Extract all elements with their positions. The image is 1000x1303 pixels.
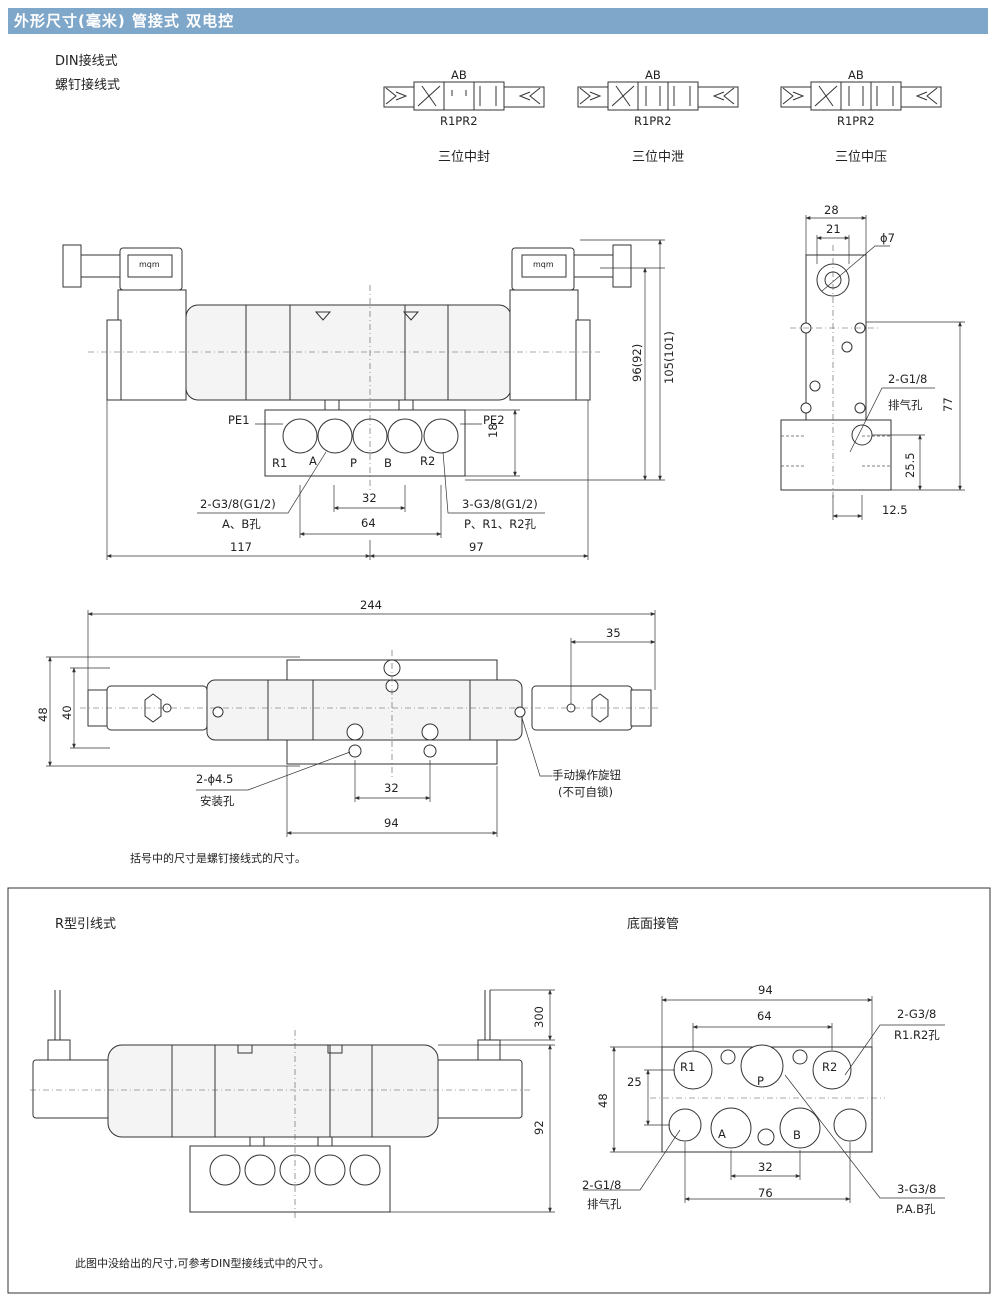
coil-brand-left: mqm (139, 260, 160, 269)
port-p-label: P (350, 456, 357, 470)
note-bracket-dims: 括号中的尺寸是螺钉接线式的尺寸。 (130, 852, 306, 865)
symbol-2-top: AB (645, 68, 661, 82)
symbol-3-top: AB (848, 68, 864, 82)
dim-21: 21 (826, 222, 841, 236)
bottom-piping-view (650, 1044, 885, 1153)
dim-105: 105(101) (662, 331, 676, 384)
r-type-dimensions (390, 989, 555, 1213)
dim-300: 300 (532, 1006, 546, 1028)
symbol-3-bottom: R1PR2 (837, 114, 875, 128)
dim-35: 35 (606, 626, 621, 640)
bottom-port-r1: R1 (680, 1060, 696, 1074)
lower-panel-frame (7, 887, 991, 1294)
symbol-exhaust-center (577, 81, 739, 111)
din-wiring-label: DIN接线式 (55, 54, 118, 69)
callout-ab-spec: 2-G3/8(G1/2) (200, 497, 276, 511)
dim-48-top: 48 (36, 707, 50, 722)
side-dimensions (805, 215, 965, 520)
bottom-port-p: P (757, 1074, 764, 1088)
top-dimensions (46, 610, 656, 837)
dim-77: 77 (941, 397, 955, 412)
callout-r-spec: 2-G3/8 (897, 1007, 937, 1021)
note-reference: 此图中没给出的尺寸,可参考DIN型接线式中的尺寸。 (75, 1257, 330, 1270)
dim-64-front: 64 (361, 516, 376, 530)
symbol-closed-center (383, 81, 545, 111)
dim-32-front: 32 (362, 491, 377, 505)
dim-97: 97 (469, 540, 484, 554)
dim-40: 40 (60, 705, 74, 720)
top-view (80, 650, 660, 780)
coil-brand-right: mqm (533, 260, 554, 269)
dim-244: 244 (360, 598, 382, 612)
port-a-label: A (309, 454, 317, 468)
front-view (62, 244, 632, 490)
dim-64-bottom: 64 (757, 1009, 772, 1023)
front-dimensions (106, 239, 665, 560)
dim-76: 76 (758, 1186, 773, 1200)
exhaust-spec: 2-G1/8 (888, 372, 928, 386)
dim-18: 18 (486, 423, 500, 438)
header-bar (8, 8, 988, 34)
symbol-pressure-center (780, 81, 942, 111)
r-type-view (30, 990, 530, 1220)
dim-28: 28 (824, 203, 839, 217)
port-r2-label: R2 (420, 454, 436, 468)
r-type-title: R型引线式 (55, 917, 117, 932)
bottom-port-a: A (718, 1127, 726, 1141)
dim-25: 25 (627, 1075, 642, 1089)
pe1-label: PE1 (228, 413, 250, 427)
callout-pr-spec: 3-G3/8(G1/2) (462, 497, 538, 511)
mount-hole-desc: 安装孔 (200, 794, 235, 808)
dim-117: 117 (230, 540, 252, 554)
bottom-port-b: B (793, 1128, 801, 1142)
bottom-piping-dimensions (583, 996, 945, 1203)
dim-94-top: 94 (384, 816, 399, 830)
bottom-port-r2: R2 (822, 1060, 838, 1074)
pe2-label: PE2 (483, 413, 505, 427)
callout-ab-desc: A、B孔 (222, 517, 261, 531)
callout-pab-spec: 3-G3/8 (897, 1182, 937, 1196)
manual-knob-desc: (不可自锁) (558, 785, 613, 799)
dim-12-5: 12.5 (882, 503, 908, 517)
callout-pr-desc: P、R1、R2孔 (464, 517, 537, 531)
dim-96: 96(92) (630, 343, 644, 382)
screw-wiring-label: 螺钉接线式 (55, 78, 121, 93)
manual-knob-spec: 手动操作旋钮 (552, 768, 621, 782)
callout-exhaust-spec: 2-G1/8 (582, 1178, 622, 1192)
dim-48-bottom: 48 (596, 1093, 610, 1108)
port-b-label: B (384, 456, 392, 470)
dim-phi7: ϕ7 (880, 231, 895, 245)
dim-32-top: 32 (384, 781, 399, 795)
callout-r-desc: R1.R2孔 (894, 1028, 940, 1042)
dim-92: 92 (532, 1120, 546, 1135)
bottom-piping-title: 底面接管 (627, 917, 680, 932)
symbol-3-caption: 三位中压 (835, 150, 888, 165)
exhaust-desc: 排气孔 (888, 398, 923, 412)
callout-pab-desc: P.A.B孔 (896, 1202, 936, 1216)
page-title: 外形尺寸(毫米) 管接式 双电控 (14, 12, 235, 30)
callout-exhaust-desc: 排气孔 (587, 1197, 622, 1211)
symbol-2-bottom: R1PR2 (634, 114, 672, 128)
mount-hole-spec: 2-ϕ4.5 (196, 772, 234, 786)
symbol-1-top: AB (451, 68, 467, 82)
port-r1-label: R1 (272, 456, 288, 470)
dim-94-bottom: 94 (758, 983, 773, 997)
dim-25-5: 25.5 (903, 452, 917, 478)
symbol-1-bottom: R1PR2 (440, 114, 478, 128)
side-view (780, 245, 892, 500)
symbol-1-caption: 三位中封 (438, 150, 491, 165)
symbol-2-caption: 三位中泄 (632, 150, 685, 165)
dim-32-bottom: 32 (758, 1160, 773, 1174)
